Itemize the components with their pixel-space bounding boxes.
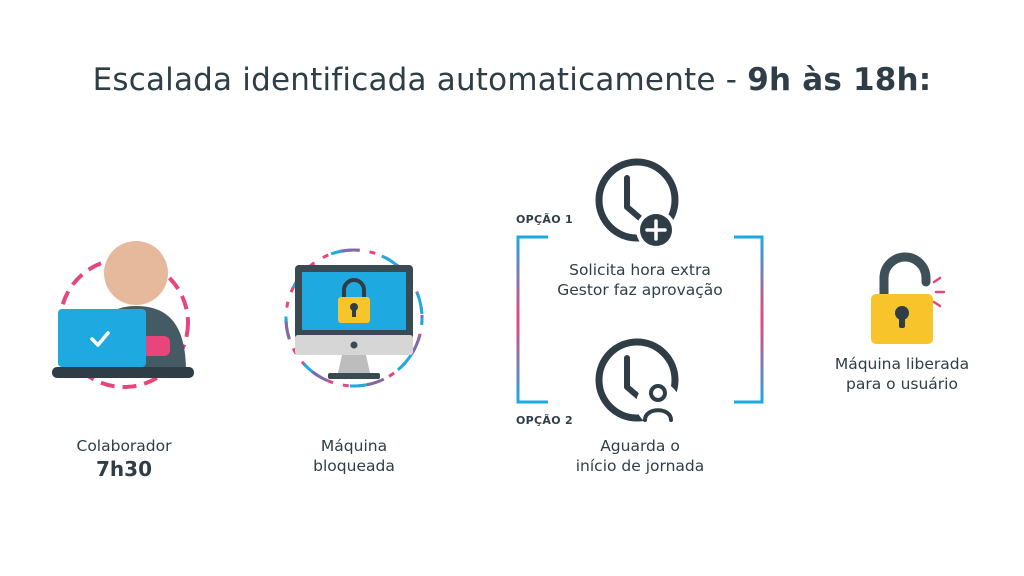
- wait-clock-icon: [595, 338, 680, 426]
- released-line1: Máquina liberada: [834, 355, 970, 373]
- locked-line2: bloqueada: [313, 457, 395, 475]
- option2-label: Aguarda o início de jornada: [540, 436, 740, 476]
- option1-line2: Gestor faz aprovação: [557, 281, 723, 299]
- page-title: Escalada identificada automaticamente - …: [0, 62, 1024, 98]
- option2-tag: OPÇÃO 2: [516, 414, 573, 427]
- options-bracket-left: [516, 235, 548, 404]
- collaborator-time: 7h30: [96, 457, 152, 481]
- option1-label: Solicita hora extra Gestor faz aprovação: [540, 260, 740, 300]
- locked-line1: Máquina: [320, 437, 388, 455]
- option1-tag: OPÇÃO 1: [516, 213, 573, 226]
- collaborator-text: Colaborador: [76, 437, 172, 455]
- title-suffix: :: [918, 62, 932, 98]
- locked-monitor-icon: [284, 248, 424, 388]
- title-highlight: 9h às 18h: [747, 62, 919, 98]
- released-label: Máquina liberada para o usuário: [820, 354, 984, 394]
- option1-line1: Solicita hora extra: [569, 261, 711, 279]
- overtime-clock-icon: [595, 158, 679, 250]
- released-line2: para o usuário: [846, 375, 958, 393]
- options-bracket-right: [734, 235, 764, 404]
- title-text: Escalada identificada automaticamente -: [92, 62, 748, 98]
- collaborator-icon: [52, 241, 194, 389]
- locked-label: Máquina bloqueada: [284, 436, 424, 476]
- option2-line1: Aguarda o: [600, 437, 680, 455]
- collaborator-label: Colaborador 7h30: [54, 436, 194, 479]
- unlocked-padlock-icon: [871, 252, 946, 344]
- option2-line2: início de jornada: [575, 457, 705, 475]
